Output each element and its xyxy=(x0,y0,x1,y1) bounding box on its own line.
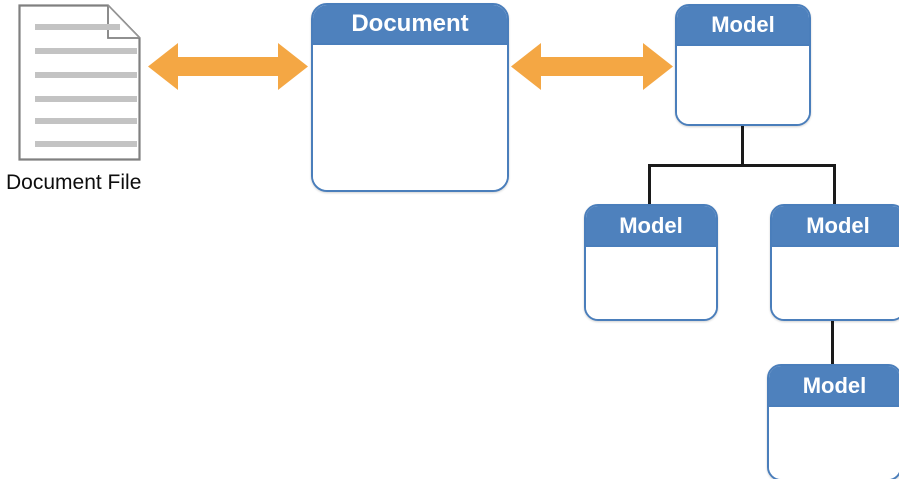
document-file-icon xyxy=(18,4,141,161)
node-model-grandchild-body[interactable] xyxy=(769,407,899,479)
connector-root-stem xyxy=(741,125,744,167)
arrow-docfile-to-document xyxy=(148,42,308,91)
node-model-root[interactable]: Model xyxy=(675,4,811,126)
node-model-root-body[interactable] xyxy=(677,46,809,124)
connector-child-2-to-grandchild xyxy=(831,320,834,366)
node-model-child-1[interactable]: Model xyxy=(584,204,718,321)
node-model-grandchild[interactable]: Model xyxy=(767,364,899,479)
node-model-child-2-body[interactable] xyxy=(772,247,899,319)
node-document-body[interactable] xyxy=(313,45,507,190)
node-model-grandchild-title: Model xyxy=(769,366,899,407)
connector-drop-to-child-2 xyxy=(833,164,836,206)
connector-drop-to-child-1 xyxy=(648,164,651,206)
node-model-child-2[interactable]: Model xyxy=(770,204,899,321)
node-document[interactable]: Document xyxy=(311,3,509,192)
node-model-child-2-title: Model xyxy=(772,206,899,247)
arrow-document-to-model xyxy=(511,42,673,91)
connector-horizontal-bar xyxy=(648,164,836,167)
node-model-child-1-body[interactable] xyxy=(586,247,716,319)
node-model-child-1-title: Model xyxy=(586,206,716,247)
document-file-label: Document File xyxy=(6,171,142,194)
node-model-root-title: Model xyxy=(677,6,809,46)
node-document-title: Document xyxy=(313,5,507,45)
